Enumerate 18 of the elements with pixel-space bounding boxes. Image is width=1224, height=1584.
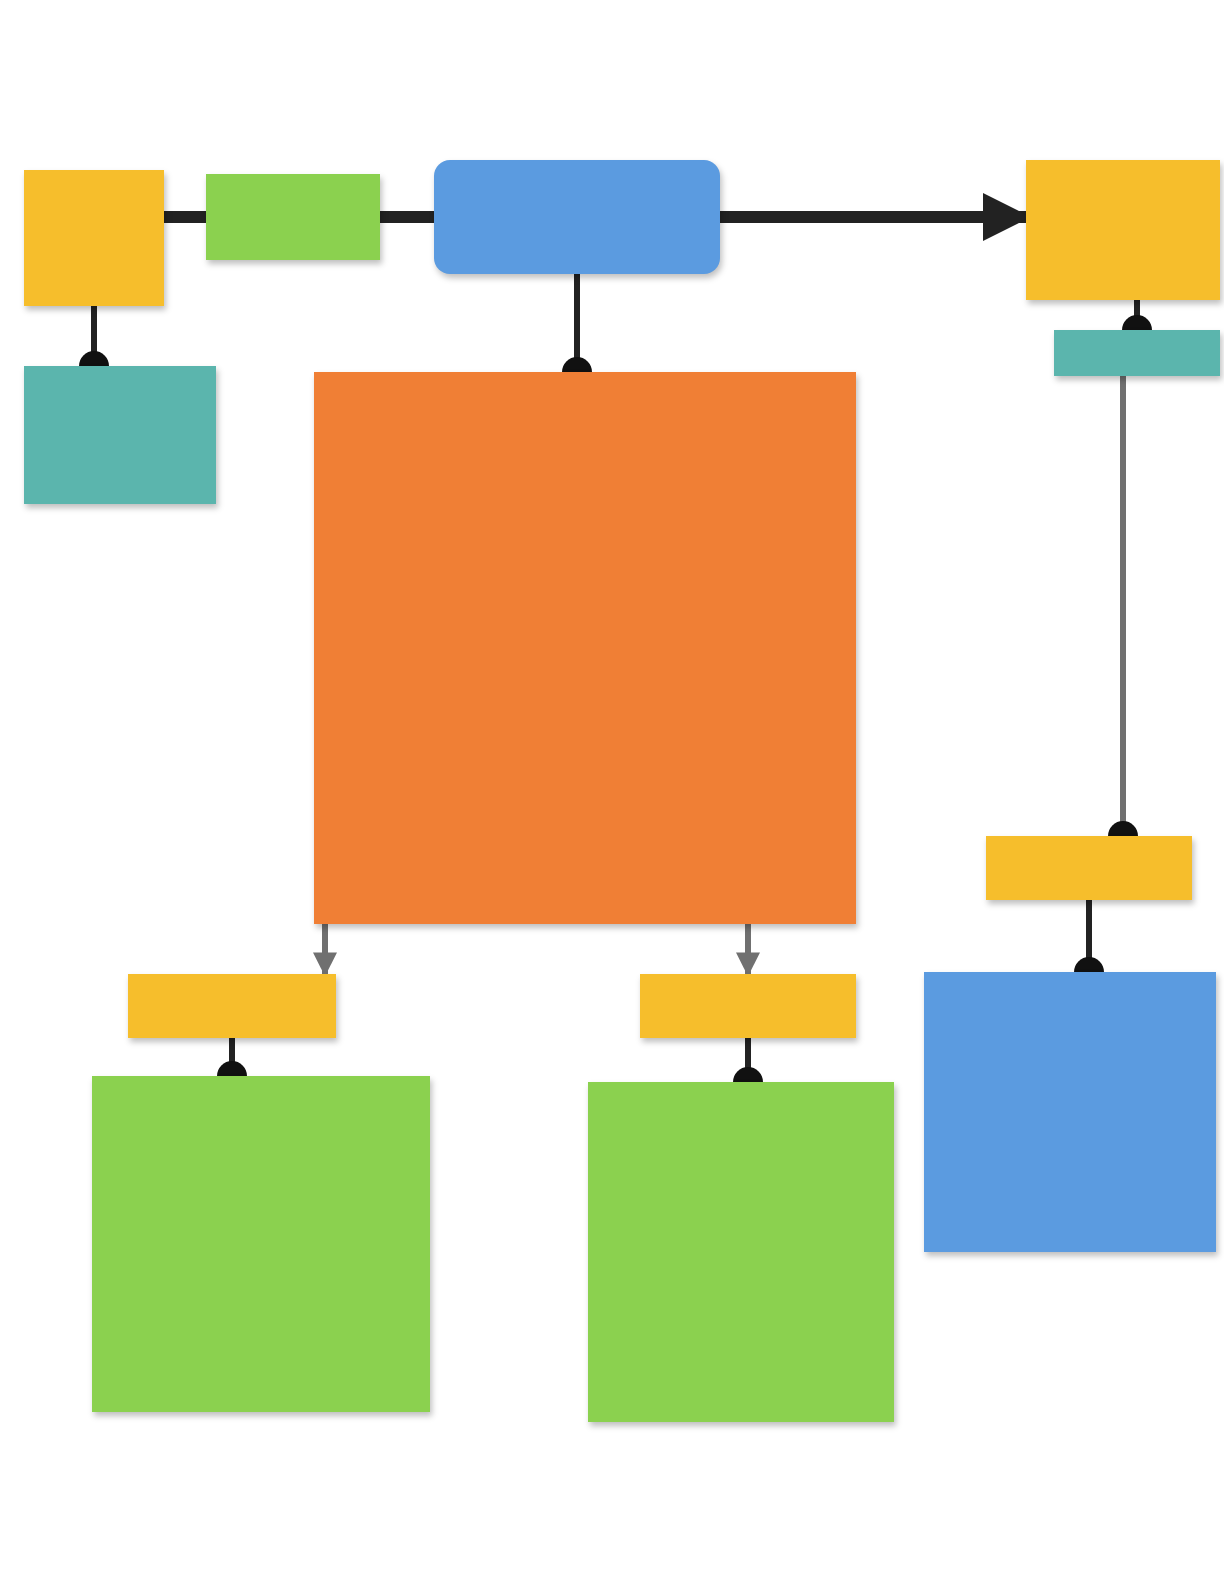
process-box [924, 972, 1216, 1252]
process-box [986, 836, 1192, 900]
process-box [1054, 330, 1220, 376]
process-box [24, 366, 216, 504]
process-box [1026, 160, 1220, 300]
connector [736, 924, 760, 977]
connector [380, 211, 434, 223]
process-box [92, 1076, 430, 1412]
process-box [206, 174, 380, 260]
process-box [128, 974, 336, 1038]
process-box [314, 372, 856, 924]
process-box [588, 1082, 894, 1422]
connector [164, 211, 206, 223]
connector [720, 193, 1031, 241]
process-box [24, 170, 164, 306]
connector [313, 924, 337, 977]
process-box [434, 160, 720, 274]
process-box [640, 974, 856, 1038]
